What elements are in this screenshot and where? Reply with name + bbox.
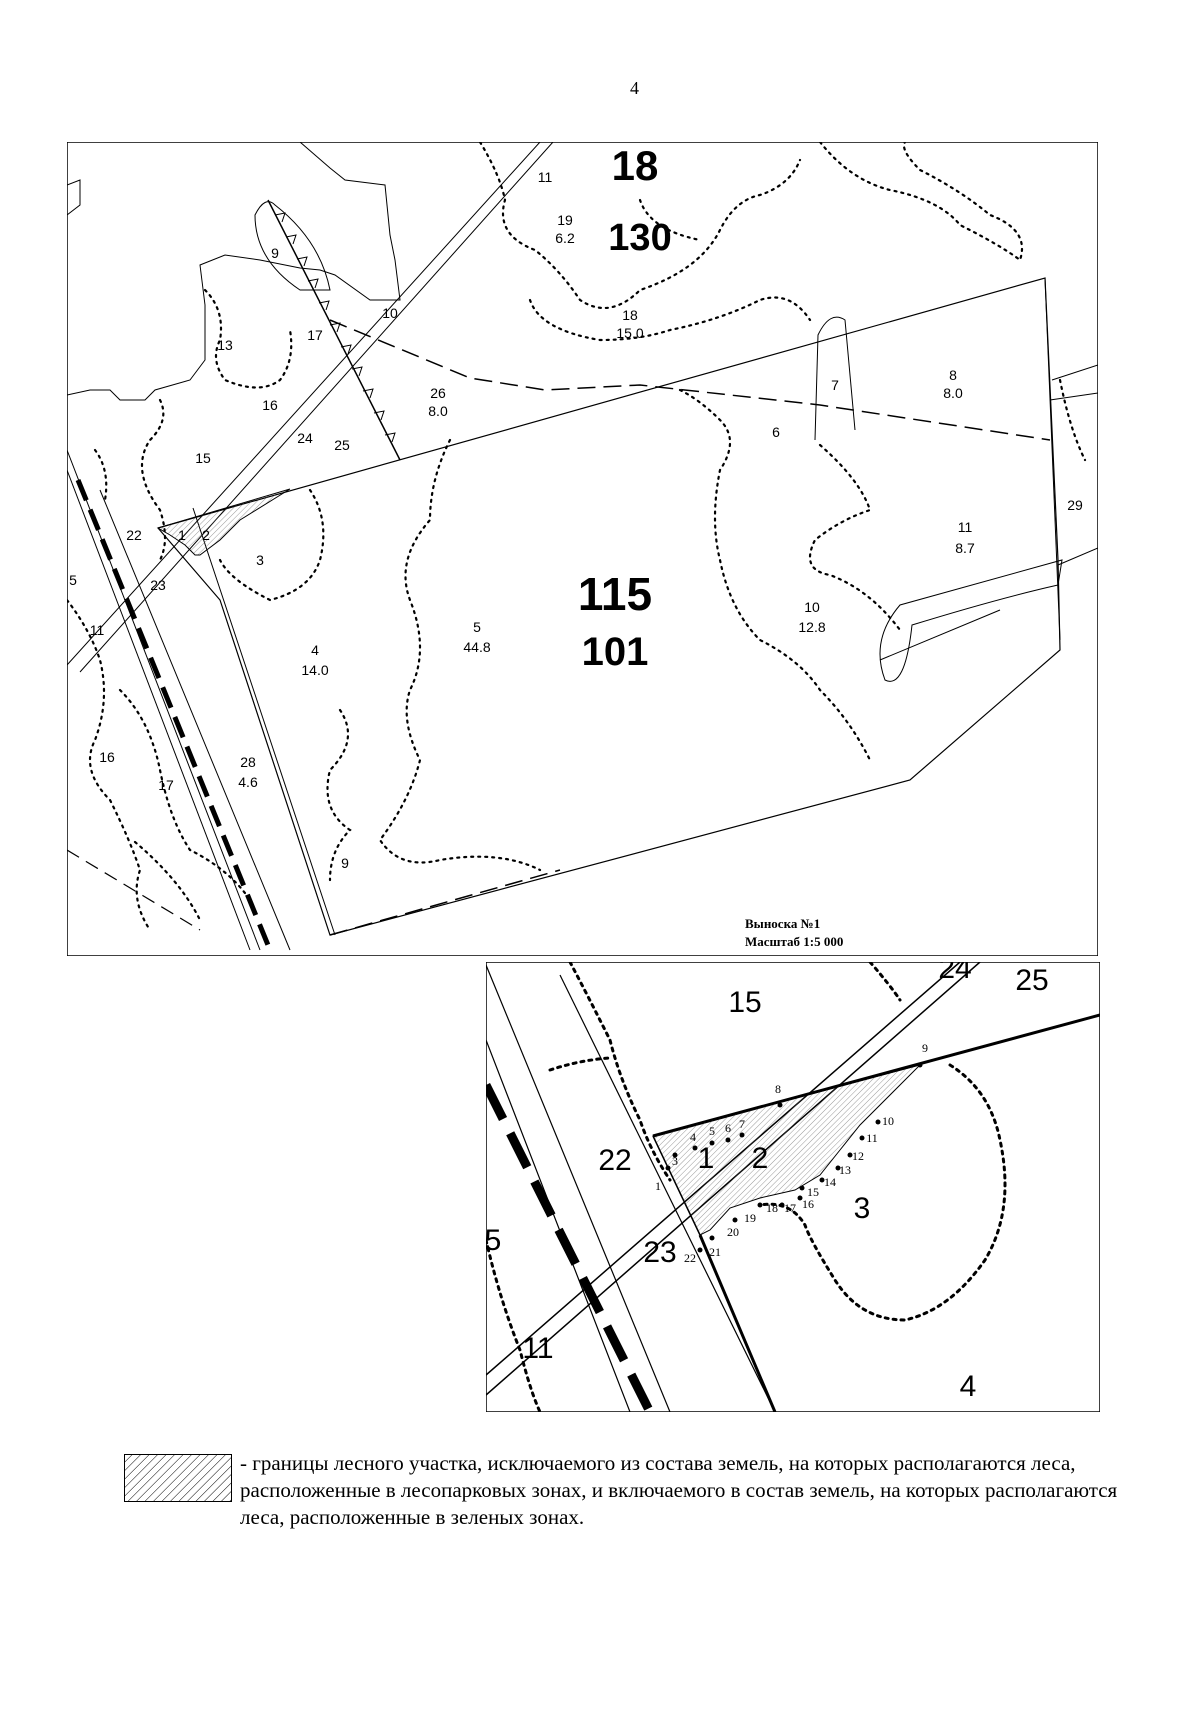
- point-label: 3: [672, 1154, 678, 1168]
- plot-label: 16: [99, 749, 115, 765]
- plot-num: 11: [958, 519, 973, 535]
- block-number-secondary: 130: [608, 217, 671, 259]
- point-label: 9: [922, 1041, 928, 1055]
- inset-label: 25: [1015, 964, 1048, 997]
- inset-label: 15: [728, 986, 761, 1019]
- point-label: 21: [709, 1245, 721, 1259]
- point-label: 1: [655, 1179, 661, 1193]
- plot-label: 17: [307, 327, 323, 343]
- plot-area: 12.8: [798, 619, 825, 635]
- callout-scale: Масштаб 1:5 000: [745, 934, 843, 949]
- plot-num: 5: [473, 619, 481, 635]
- plot-label: 7: [831, 377, 839, 393]
- point-label: 17: [784, 1201, 796, 1215]
- inset-label: 5: [485, 1224, 502, 1257]
- plot-area: 8.0: [428, 403, 448, 419]
- plot-area: 6.2: [555, 230, 575, 246]
- point-label: 5: [709, 1124, 715, 1138]
- plot-label: 11: [538, 169, 553, 185]
- point-label: 16: [802, 1197, 814, 1211]
- plot-label: 22: [126, 527, 142, 543]
- plot-area: 4.6: [238, 774, 258, 790]
- legend-text: - границы лесного участка, исключаемого …: [240, 1451, 1118, 1529]
- railway-dashed: [486, 1082, 655, 1412]
- plot-label: 11: [90, 622, 105, 638]
- block-center-top: 115: [578, 568, 652, 620]
- point-label: 14: [824, 1175, 836, 1189]
- plot-area: 8.7: [955, 540, 975, 556]
- point-label: 10: [882, 1114, 894, 1128]
- plot-area: 44.8: [463, 639, 490, 655]
- inset-label: 3: [854, 1192, 871, 1225]
- point-label: 18: [766, 1201, 778, 1215]
- plot-label: 13: [217, 337, 233, 353]
- outer-boundary-nw: [67, 142, 401, 401]
- road-11: [67, 142, 541, 666]
- plot-num: 10: [804, 599, 820, 615]
- inset-map: 24 25 15 22 1 2 3 23 5 11 4 1 3 4 5 6 7 …: [485, 952, 1100, 1412]
- plot-label: 9: [341, 855, 349, 871]
- plot-label: 9: [271, 245, 279, 261]
- point-label: 4: [690, 1130, 696, 1144]
- inset-label: 2: [752, 1142, 769, 1175]
- inset-label: 23: [643, 1236, 676, 1269]
- plot-area: 14.0: [301, 662, 328, 678]
- inset-label: 4: [960, 1370, 977, 1403]
- plot-num: 26: [430, 385, 446, 401]
- plot-label: 1: [178, 527, 186, 543]
- plot-label: 24: [297, 430, 313, 446]
- railway-dashed: [75, 479, 273, 951]
- forest-map-figure: 18 130 115 101 19 6.2 18 15.0 26 8.0 8 8…: [67, 142, 1100, 1412]
- point-label: 22: [684, 1251, 696, 1265]
- legend-hatch-swatch: [124, 1454, 232, 1502]
- page-number: 4: [630, 78, 639, 98]
- plot-area: 8.0: [943, 385, 963, 401]
- plot-label: 25: [334, 437, 350, 453]
- point-label: 13: [839, 1163, 851, 1177]
- plot-label: 6: [772, 424, 780, 440]
- point-label: 11: [866, 1131, 878, 1145]
- block-center-bottom: 101: [582, 630, 649, 674]
- point-label: 7: [739, 1117, 745, 1131]
- plot-label: 3: [256, 552, 264, 568]
- inset-label: 24: [938, 952, 971, 985]
- block-number: 18: [612, 142, 659, 189]
- point-label: 8: [775, 1082, 781, 1096]
- plot-num: 8: [949, 367, 957, 383]
- plot-label: 23: [150, 577, 166, 593]
- plot-label: 16: [262, 397, 278, 413]
- excluded-plot-hatch: [156, 488, 291, 556]
- plot-num: 19: [557, 212, 573, 228]
- point-label: 20: [727, 1225, 739, 1239]
- plot-num: 4: [311, 642, 319, 658]
- plot-label: 17: [158, 777, 174, 793]
- plot-num: 28: [240, 754, 256, 770]
- point-label: 15: [807, 1185, 819, 1199]
- inset-label: 11: [522, 1332, 553, 1365]
- plot-label: 5: [69, 572, 77, 588]
- main-map: 18 130 115 101 19 6.2 18 15.0 26 8.0 8 8…: [67, 142, 1098, 956]
- point-label: 19: [744, 1211, 756, 1225]
- callout-title: Выноска №1: [745, 916, 820, 931]
- plot-label: 10: [382, 305, 398, 321]
- point-label: 12: [852, 1149, 864, 1163]
- plot-label: 29: [1067, 497, 1083, 513]
- plot-label: 2: [202, 527, 210, 543]
- point-label: 6: [725, 1121, 731, 1135]
- excluded-plot-hatch: [652, 1064, 922, 1236]
- inset-label: 1: [698, 1142, 715, 1175]
- plot-area: 15.0: [616, 325, 643, 341]
- plot-num: 18: [622, 307, 638, 323]
- plot-label: 15: [195, 450, 211, 466]
- inset-label: 22: [598, 1144, 631, 1177]
